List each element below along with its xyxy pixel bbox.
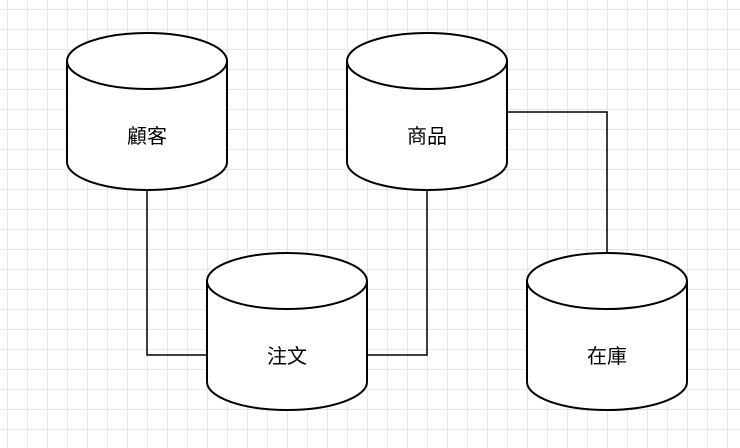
node-label-inventory: 在庫 <box>587 344 627 368</box>
cylinder-body <box>206 281 368 411</box>
node-label-order: 注文 <box>267 344 307 368</box>
node-inventory[interactable]: 在庫 <box>526 252 688 411</box>
node-product[interactable]: 商品 <box>346 32 508 191</box>
edge-order-product[interactable] <box>367 190 428 356</box>
node-label-product: 商品 <box>407 124 447 148</box>
cylinder-body <box>346 61 508 191</box>
cylinder-body <box>66 61 228 191</box>
cylinder-body <box>526 281 688 411</box>
node-label-customer: 顧客 <box>127 124 167 148</box>
edge-product-inventory[interactable] <box>507 111 608 252</box>
cylinder-top <box>66 32 228 90</box>
node-customer[interactable]: 顧客 <box>66 32 228 191</box>
cylinder-top <box>206 252 368 310</box>
node-order[interactable]: 注文 <box>206 252 368 411</box>
cylinder-top <box>346 32 508 90</box>
cylinder-top <box>526 252 688 310</box>
edge-customer-order[interactable] <box>146 190 207 356</box>
